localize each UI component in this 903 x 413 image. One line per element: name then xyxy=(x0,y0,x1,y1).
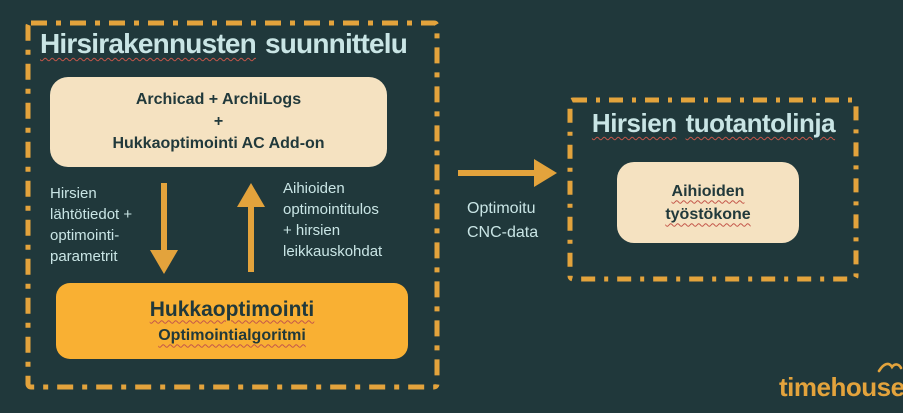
algorithm-box-title: Hukkaoptimointi xyxy=(149,297,315,321)
input-flow-label-line: Hirsien xyxy=(50,185,97,202)
production-panel-title-word2: tuotantolinja xyxy=(685,108,836,138)
algorithm-box: Hukkaoptimointi Optimointialgoritmi xyxy=(56,283,408,359)
software-box-line2: + xyxy=(213,113,224,130)
input-flow-label-line: lähtötiedot + xyxy=(50,206,133,223)
software-box-line1: Archicad + ArchiLogs xyxy=(135,91,302,108)
cnc-data-label-line: CNC-data xyxy=(467,224,539,241)
machine-box-line1: Aihioiden xyxy=(671,182,745,200)
output-flow-label-line: leikkauskohdat xyxy=(283,243,383,260)
input-flow-label-line: parametrit xyxy=(50,248,118,265)
output-flow-label-line: optimointitulos xyxy=(283,201,379,218)
cnc-data-label-line: Optimoitu xyxy=(467,200,536,217)
production-panel-title: Hirsien tuotantolinja xyxy=(570,108,857,139)
algorithm-box-subtitle: Optimointialgoritmi xyxy=(158,326,306,344)
right-arrow-icon xyxy=(458,159,557,187)
up-arrow-icon xyxy=(237,183,265,272)
cnc-data-label: Optimoitu CNC-data xyxy=(467,197,538,245)
output-flow-label-line: Aihioiden xyxy=(283,180,345,197)
production-panel-title-word1: Hirsien xyxy=(591,108,677,138)
design-panel-dashed-frame xyxy=(25,20,440,390)
output-flow-label: Aihioiden optimointitulos + hirsien leik… xyxy=(283,178,382,262)
output-flow-label-line: + hirsien xyxy=(283,222,341,239)
design-panel-title-word2: suunnittelu xyxy=(264,28,408,59)
software-box-line3: Hukkaoptimointi AC Add-on xyxy=(112,135,325,152)
input-flow-label: Hirsien lähtötiedot + optimointi- parame… xyxy=(50,183,132,267)
input-flow-label-line: optimointi- xyxy=(50,227,120,244)
design-panel-title-word1: Hirsirakennusten xyxy=(40,28,257,59)
production-panel-dashed-frame xyxy=(567,97,859,282)
timehouse-logo: timehouse xyxy=(779,362,903,402)
machine-box: Aihioiden työstökone xyxy=(617,162,799,243)
bird-icon xyxy=(877,362,902,373)
machine-box-line2: työstökone xyxy=(665,205,751,223)
software-box: Archicad + ArchiLogs + Hukkaoptimointi A… xyxy=(50,77,387,167)
timehouse-logo-text: timehouse xyxy=(779,372,903,402)
down-arrow-icon xyxy=(150,183,178,274)
